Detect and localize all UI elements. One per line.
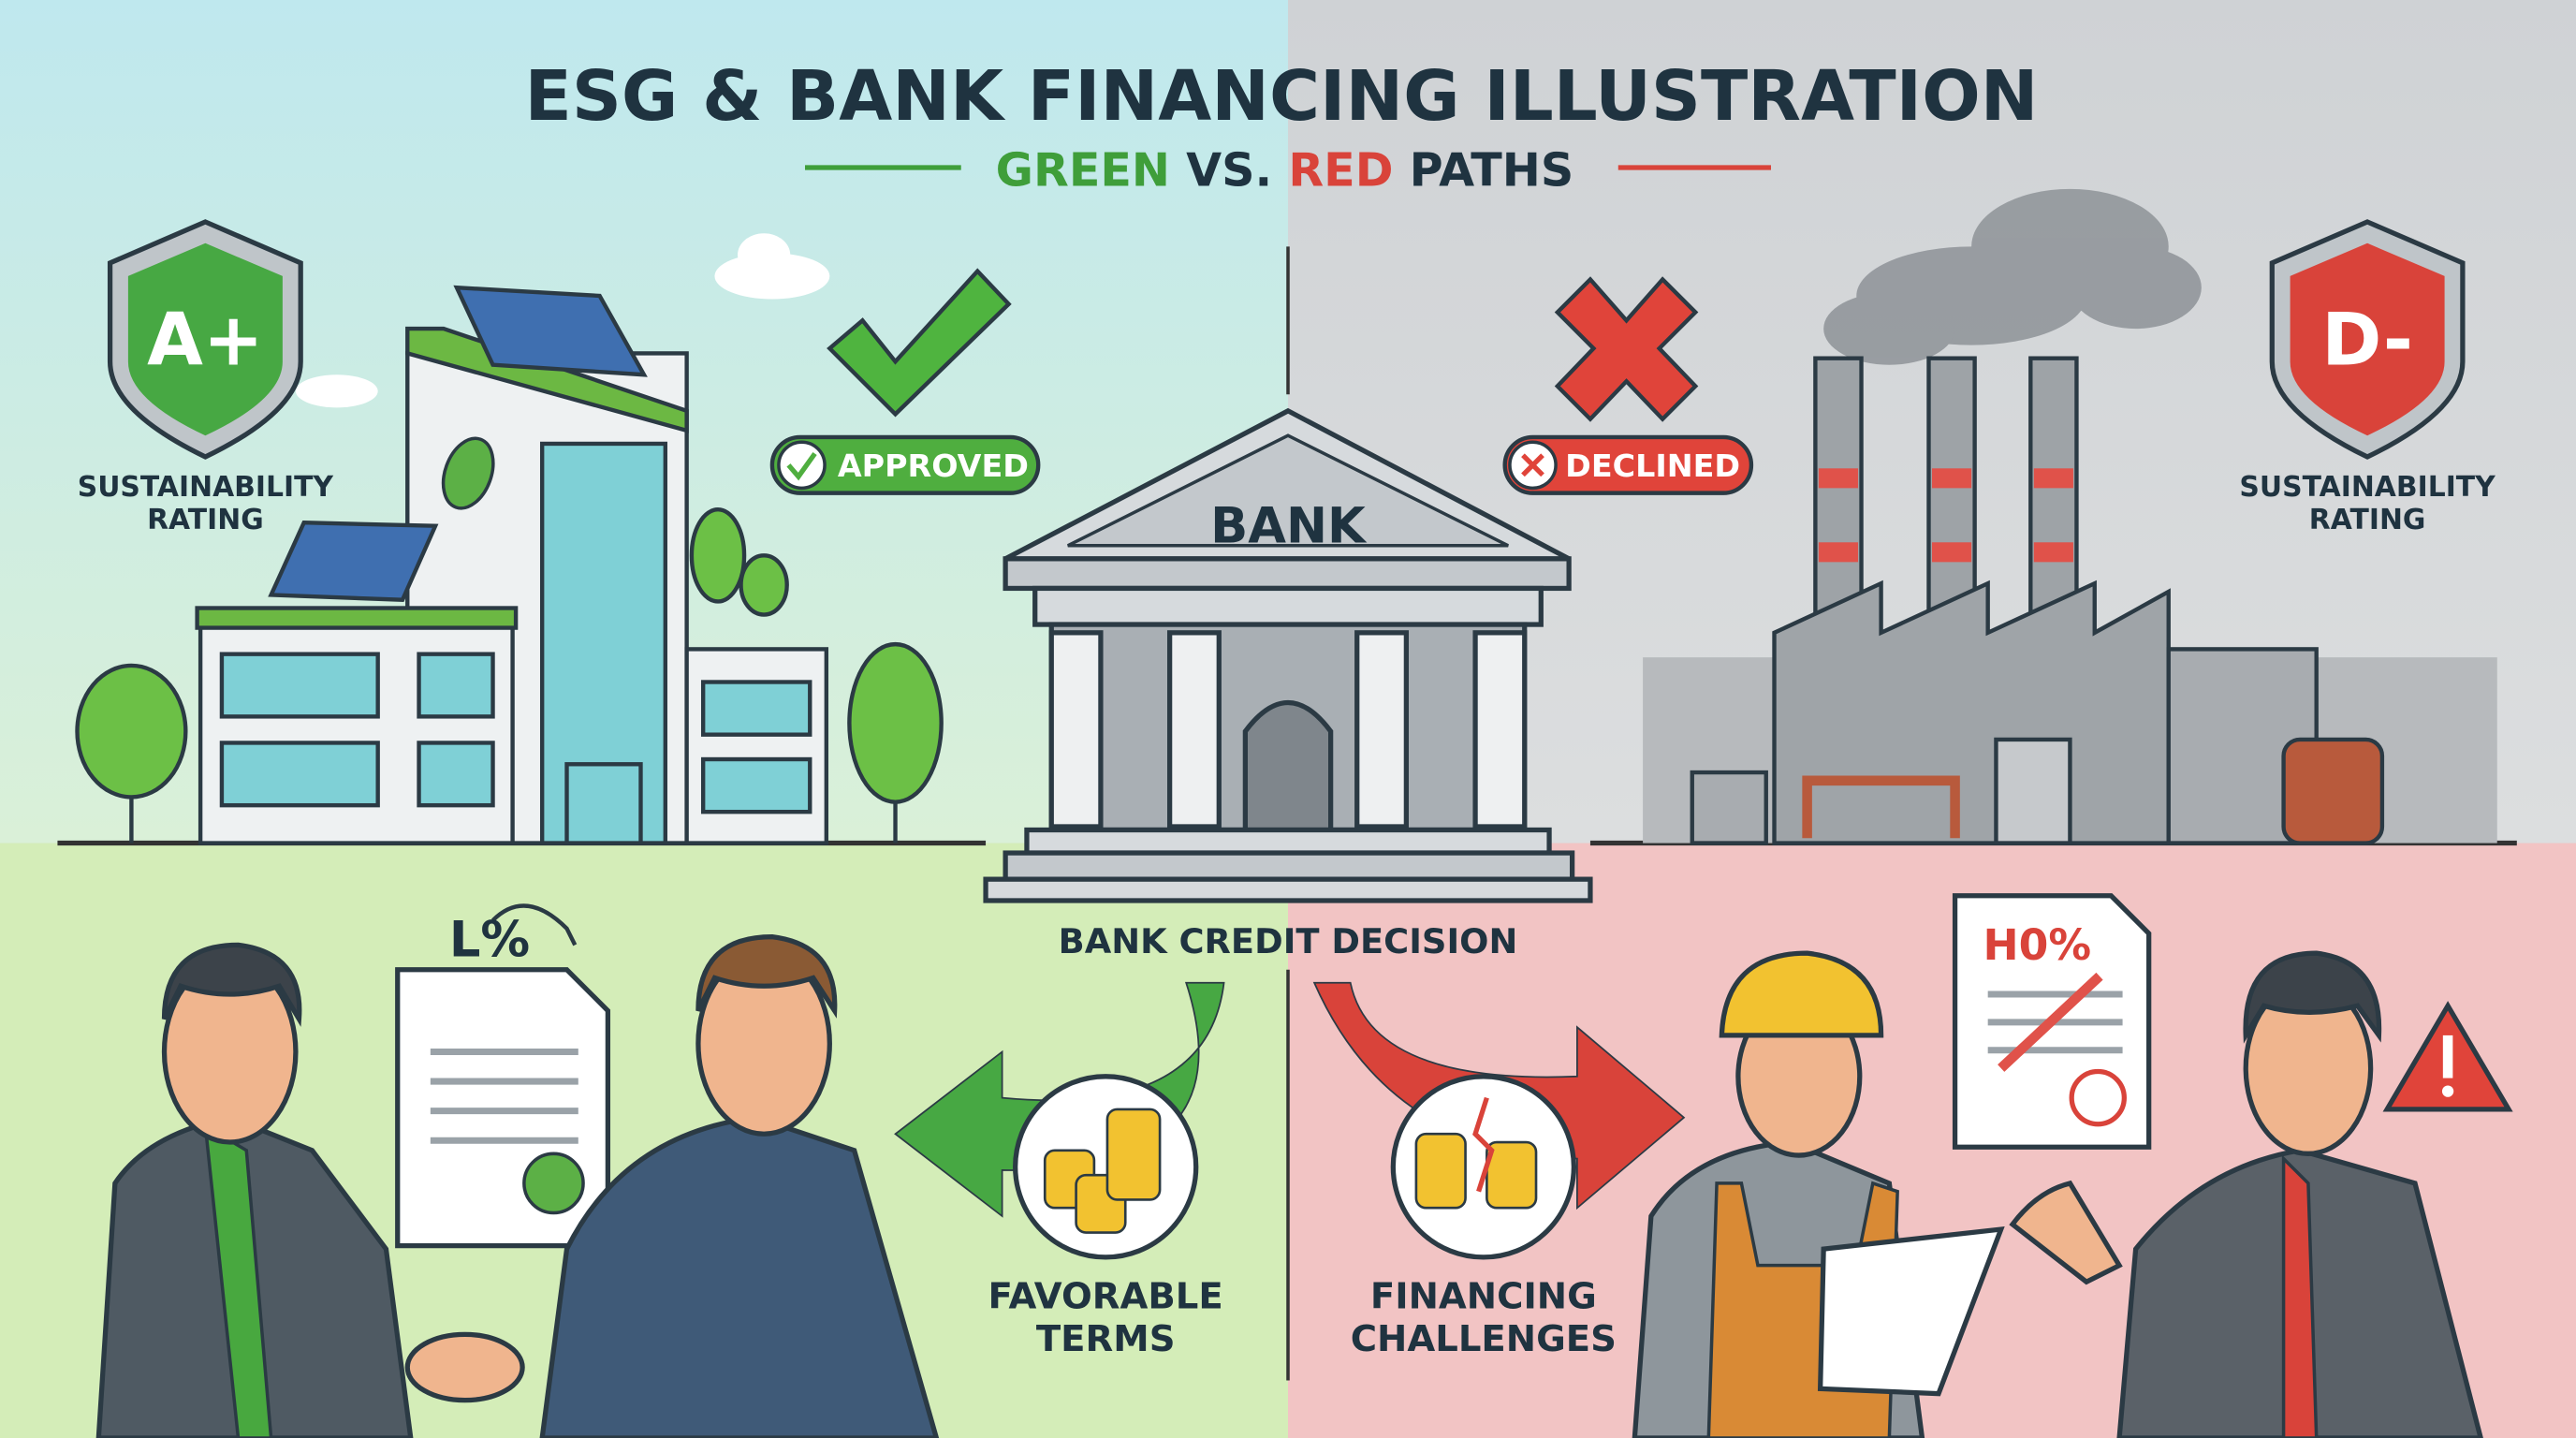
factory (1643, 356, 2497, 845)
rating-grade-a-plus: A+ (147, 299, 263, 383)
red-rating-shield: D- (2269, 219, 2466, 460)
red-rating-label: SUSTAINABILITY (2239, 471, 2496, 504)
banker-green (95, 942, 414, 1438)
document-icon-high-rate: H0% (1952, 893, 2152, 1150)
favorable-terms-label: FAVORABLE (988, 1275, 1223, 1317)
bank-building-icon (983, 407, 1593, 903)
green-rating-label: SUSTAINABILITY (78, 471, 334, 504)
approved-badge: APPROVED (769, 434, 1041, 495)
subtitle: GREEN VS. RED PATHS (996, 142, 1574, 197)
leaf-icon (441, 436, 495, 510)
red-rating-label-2: RATING (2309, 504, 2426, 536)
worker-red (1632, 950, 2005, 1438)
low-rate-label: L% (449, 912, 530, 969)
green-building (195, 326, 829, 845)
subtitle-vs: VS. (1186, 142, 1272, 197)
subtitle-red: RED (1288, 142, 1393, 197)
x-circle-icon (2069, 1068, 2127, 1127)
page-title: ESG & BANK FINANCING ILLUSTRATION (525, 57, 2039, 137)
subtitle-paths: PATHS (1410, 142, 1574, 197)
coins-icon-broken (1390, 1074, 1577, 1260)
handshake-icon (404, 1331, 525, 1403)
subtitle-green: GREEN (996, 142, 1170, 197)
client-green (539, 933, 940, 1438)
green-curved-arrow-icon (894, 981, 1225, 1218)
financing-challenges-label-2: CHALLENGES (1351, 1318, 1617, 1360)
green-rating-shield: A+ (107, 219, 303, 460)
high-rate-label: H0% (1983, 920, 2092, 970)
solar-panel-icon (268, 285, 648, 602)
smokestack-icon (1813, 356, 2079, 640)
tree-icon (75, 506, 944, 844)
coins-icon-favorable (1013, 1074, 1199, 1260)
warning-icon (2382, 1001, 2513, 1112)
approved-label: APPROVED (838, 448, 1029, 484)
checkmark-icon (827, 268, 1012, 418)
cloud-icon (295, 233, 830, 408)
x-mark-icon (1554, 276, 1699, 422)
rating-grade-d-minus: D- (2321, 299, 2413, 383)
banker-red (2009, 950, 2483, 1438)
bank-credit-decision-caption: BANK CREDIT DECISION (1059, 921, 1518, 961)
document-icon-low-rate: L% (395, 903, 611, 1249)
declined-label: DECLINED (1565, 448, 1740, 484)
x-circle-icon (1521, 453, 1544, 477)
declined-badge: DECLINED (1502, 434, 1754, 495)
bank-sign: BANK (1210, 497, 1368, 554)
ribbon-seal-icon (522, 1152, 585, 1215)
favorable-terms-label-2: TERMS (1036, 1318, 1176, 1360)
check-circle-icon (786, 451, 817, 481)
smoke-icon (1823, 188, 2202, 365)
green-rating-label-2: RATING (147, 504, 264, 536)
financing-challenges-label: FINANCING (1370, 1275, 1597, 1317)
